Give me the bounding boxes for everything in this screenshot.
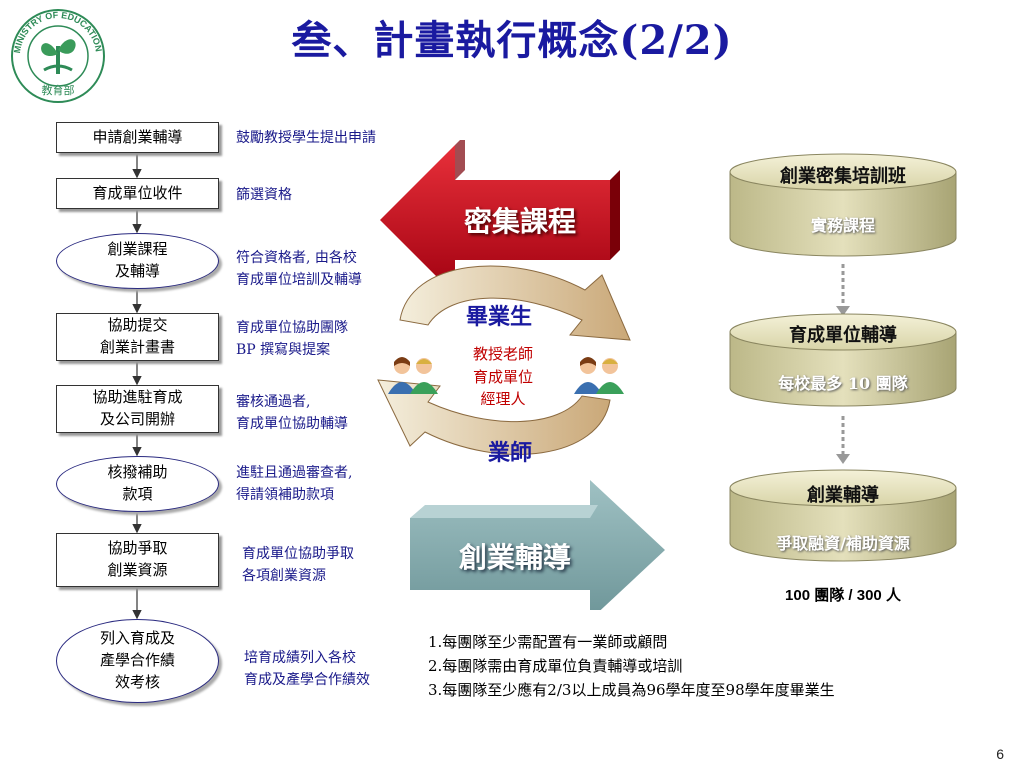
ministry-of-education-logo: MINISTRY OF EDUCATION 教育部 (11, 9, 105, 103)
step-label: 育成單位收件 (92, 183, 183, 202)
step-receive: 育成單位收件 (56, 178, 219, 209)
cycle-top-label: 畢業生 (466, 304, 533, 330)
step-label: 申請創業輔導 (92, 127, 183, 146)
step-desc: 育成單位協助爭取 各項創業資源 (242, 546, 354, 584)
cylinder-incubation (729, 313, 957, 407)
step-subsidy: 核撥補助 款項 (56, 456, 219, 512)
cylinder-subtitle: 實務課程 (810, 216, 875, 235)
note-item: 1.每團隊至少需配置有一業師或顧問 (428, 633, 668, 651)
note-item: 2.每團隊需由育成單位負責輔導或培訓 (428, 657, 683, 675)
cycle-bottom-arrow (377, 379, 611, 455)
step-label: 創業課程 及輔導 (107, 240, 168, 280)
step-apply: 申請創業輔導 (56, 122, 219, 153)
step-desc: 審核通過者, 育成單位協助輔導 (236, 394, 348, 432)
teal-arrow-shape (410, 480, 665, 610)
cylinder-title: 創業輔導 (807, 485, 879, 506)
cycle-center-note: 教授老師 育成單位 經理人 (472, 345, 533, 408)
step-desc: 篩選資格 (236, 187, 292, 203)
step-courses: 創業課程 及輔導 (56, 233, 219, 289)
step-label: 協助爭取 創業資源 (107, 539, 168, 579)
cylinder-caption: 100 團隊 / 300 人 (785, 587, 901, 604)
center-diagram (377, 140, 665, 610)
people-icon (388, 357, 438, 394)
step-label: 核撥補助 款項 (107, 463, 168, 503)
page-title: 叁、計畫執行概念(2/2) (291, 17, 733, 64)
step-label: 協助進駐育成 及公司開辦 (92, 388, 183, 428)
note-item: 3.每團隊至少應有2/3以上成員為96學年度至98學年度畢業生 (428, 681, 835, 699)
step-resources: 協助爭取 創業資源 (56, 533, 219, 587)
people-icon (574, 357, 624, 394)
cylinder-title: 育成單位輔導 (789, 325, 897, 346)
cylinder-stack (729, 153, 957, 562)
top-arrow-label: 密集課程 (463, 205, 576, 238)
step-desc: 鼓勵教授學生提出申請 (236, 130, 376, 146)
step-label: 列入育成及 產學合作績 效考核 (99, 629, 175, 691)
page-number: 6 (996, 746, 1004, 762)
step-desc: 培育成績列入各校 育成及產學合作績效 (244, 650, 370, 688)
cylinder-subtitle: 爭取融資/補助資源 (776, 534, 910, 553)
red-arrow-shape (380, 145, 610, 295)
step-evaluation: 列入育成及 產學合作績 效考核 (56, 619, 219, 703)
step-desc: 育成單位協助團隊 BP 撰寫與提案 (236, 320, 348, 358)
cylinder-title: 創業密集培訓班 (780, 166, 906, 187)
step-desc: 進駐且通過審查者, 得請領補助款項 (236, 465, 353, 503)
cycle-bottom-label: 業師 (488, 440, 533, 466)
step-business-plan: 協助提交 創業計畫書 (56, 313, 219, 361)
step-incubation: 協助進駐育成 及公司開辦 (56, 385, 219, 433)
svg-text:教育部: 教育部 (42, 83, 75, 97)
notes-list: 1.每團隊至少需配置有一業師或顧問 2.每團隊需由育成單位負責輔導或培訓 3.每… (428, 630, 835, 702)
bottom-arrow-label: 創業輔導 (458, 541, 571, 574)
cylinder-training (729, 153, 957, 257)
cycle-top-arrow (399, 265, 631, 341)
step-label: 協助提交 創業計畫書 (99, 316, 175, 356)
cylinder-entrepreneurship (729, 469, 957, 562)
step-desc: 符合資格者, 由各校 育成單位培訓及輔導 (236, 250, 362, 288)
cylinder-subtitle: 每校最多 10 團隊 (778, 374, 908, 393)
